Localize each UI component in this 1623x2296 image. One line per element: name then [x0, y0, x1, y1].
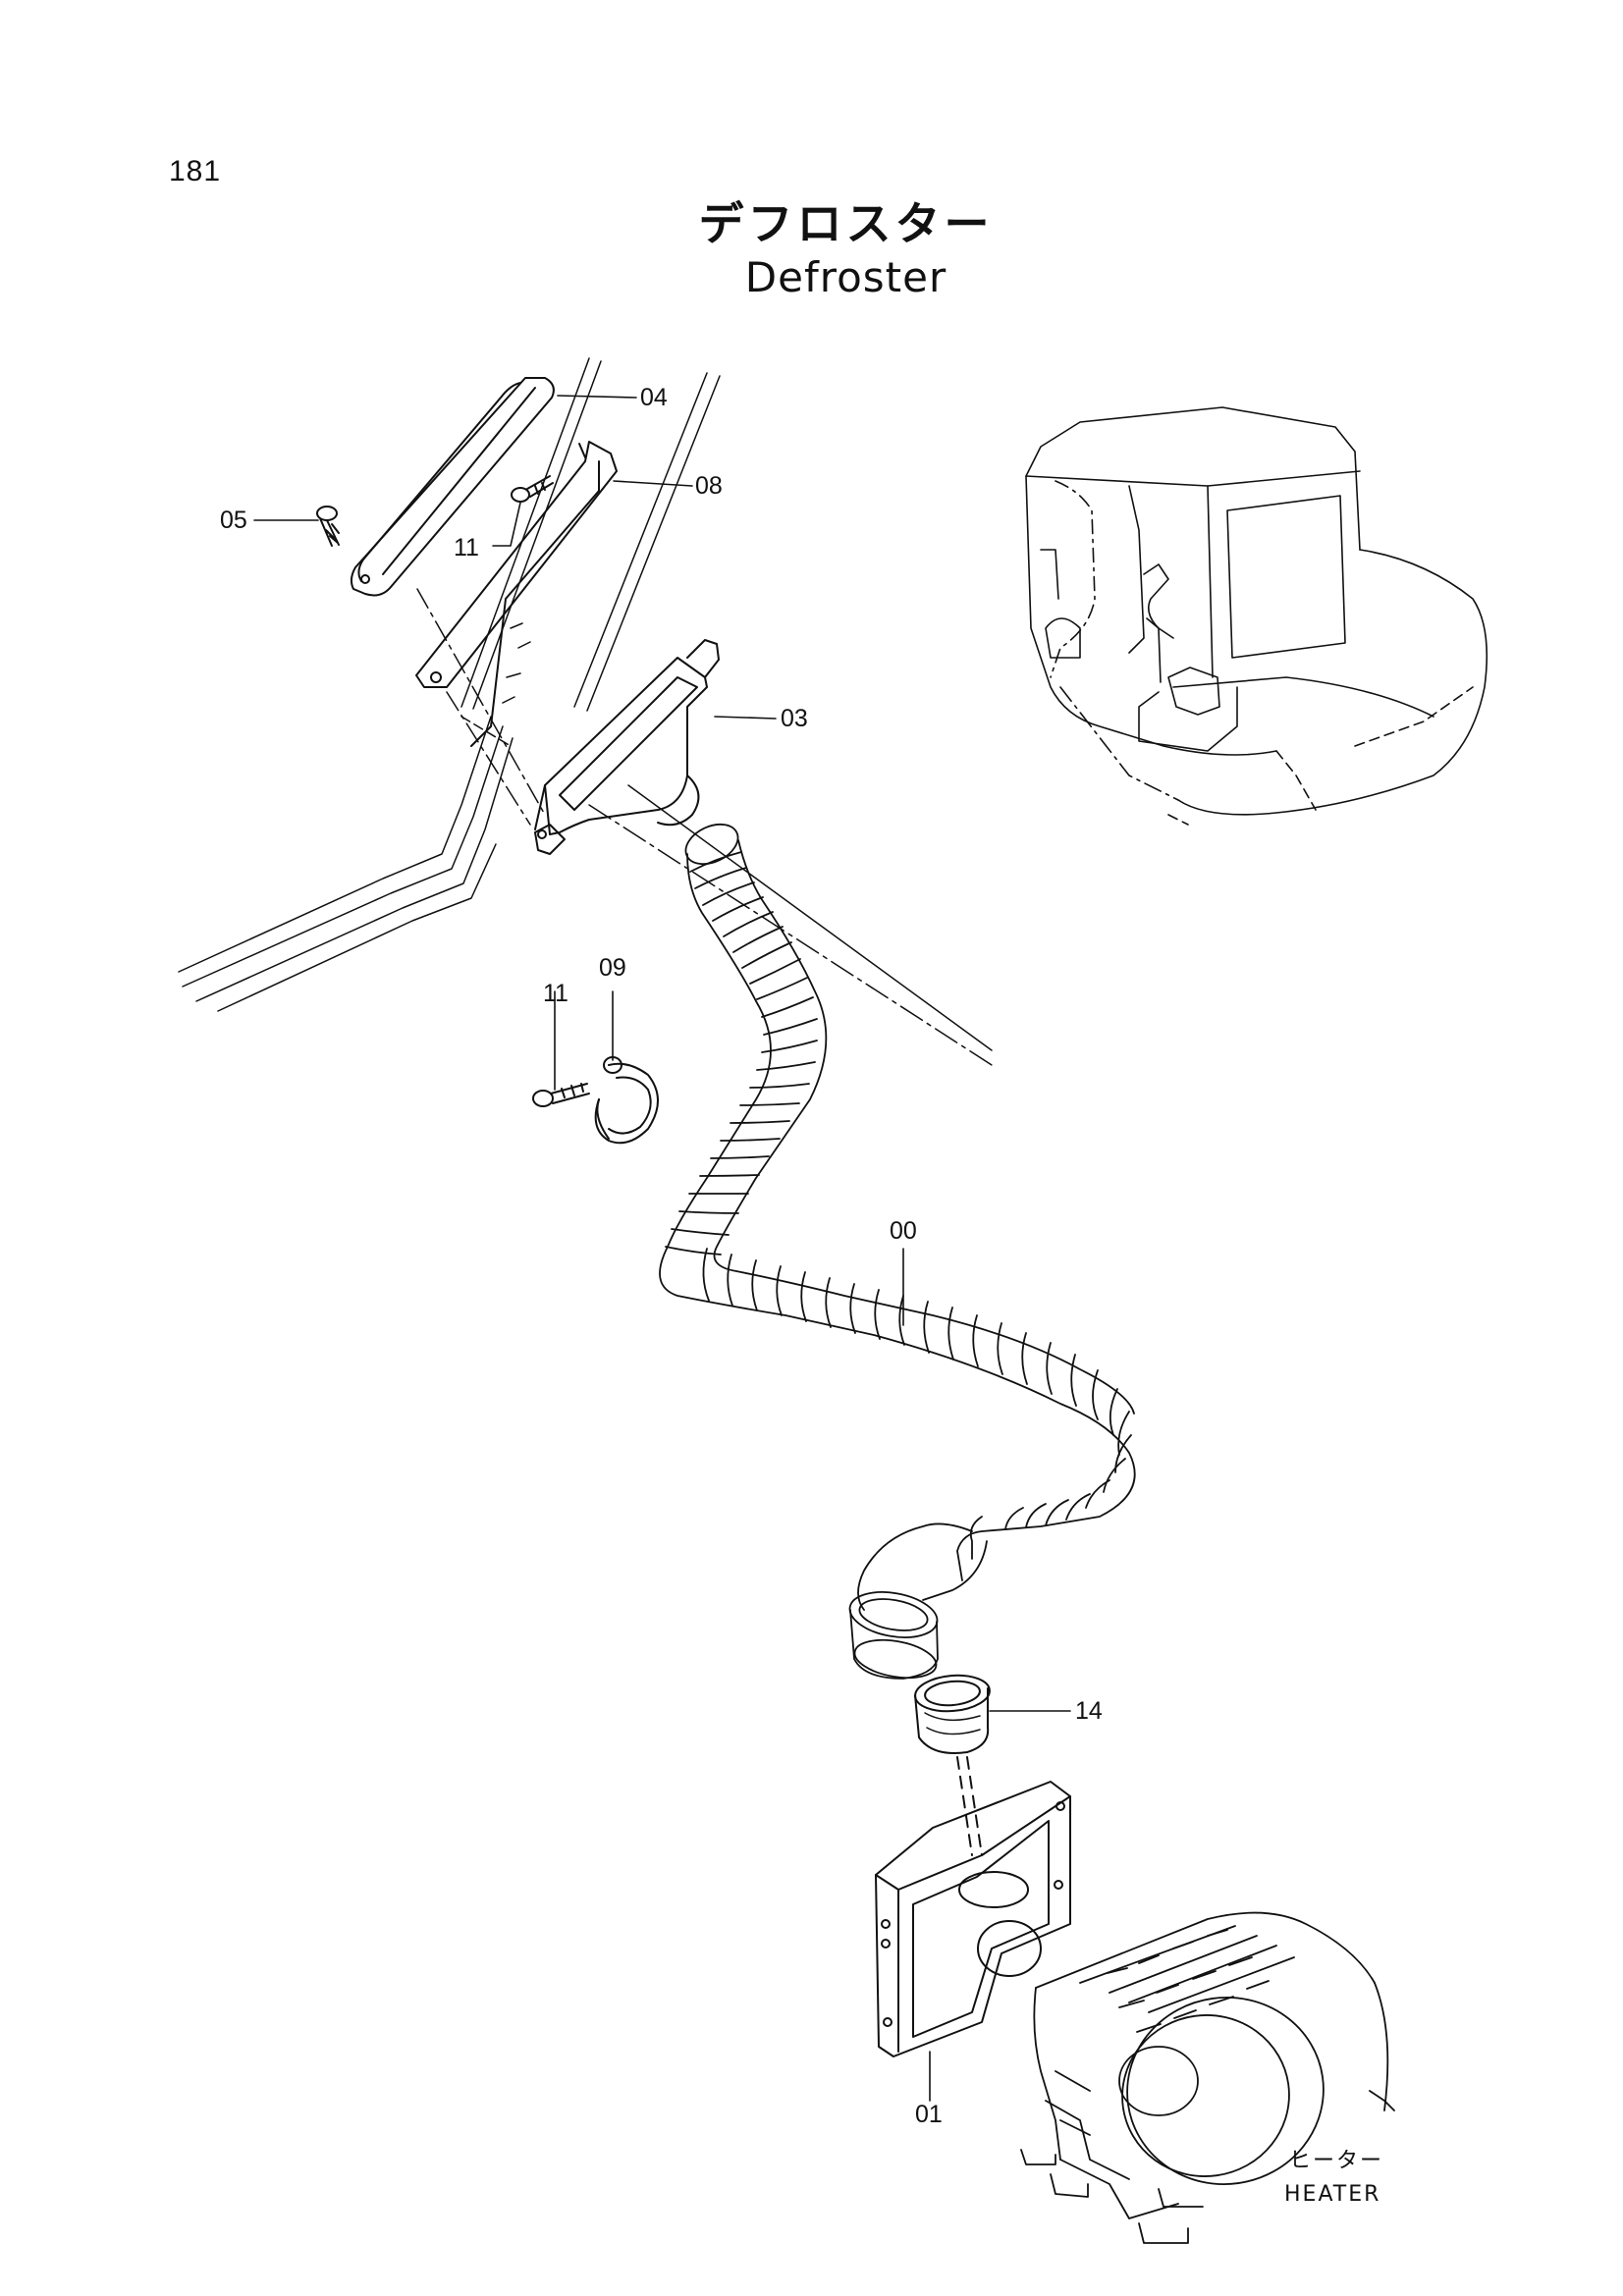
callout-labels: 04 08 05 11 03 09 11 00 14 01 ヒーター HEATE…	[220, 384, 1383, 2207]
callout-08: 08	[695, 472, 723, 500]
callout-05: 05	[220, 507, 247, 534]
title-english: Defroster	[744, 253, 947, 301]
screw-11-lower	[532, 1083, 590, 1107]
callout-14: 14	[1075, 1697, 1103, 1725]
excavator-overview-illustration	[1025, 406, 1488, 826]
callout-03: 03	[781, 705, 808, 732]
leader-03	[714, 716, 777, 720]
defroster-cover-04	[350, 377, 555, 597]
callout-11-lower: 11	[543, 980, 568, 1007]
adapter-ring-14	[914, 1674, 991, 1856]
hose-ribs-upper	[665, 851, 818, 1255]
heater-label-english: HEATER	[1284, 2182, 1380, 2207]
cab-frame-outline	[178, 357, 993, 1066]
callout-09: 09	[599, 954, 626, 982]
title-japanese: デフロスター	[698, 197, 994, 250]
callout-04: 04	[640, 384, 668, 411]
hose-clamp-09	[594, 1056, 659, 1145]
page-number: 181	[169, 155, 222, 187]
callout-leaders	[253, 395, 1071, 2102]
defroster-nozzle-03	[534, 639, 720, 855]
duct-adapter-box-01	[875, 1781, 1071, 2057]
heater-label-japanese: ヒーター	[1289, 2149, 1383, 2173]
hose-ribs-lower	[702, 1248, 1132, 1530]
leader-11-upper	[492, 502, 521, 547]
bracket-08	[415, 441, 618, 826]
screw-05	[316, 506, 340, 547]
leader-08	[613, 480, 693, 487]
leader-04	[557, 395, 637, 399]
callout-00: 00	[890, 1217, 917, 1245]
screw-11-upper	[511, 475, 554, 503]
heater-unit	[1020, 1911, 1395, 2244]
callout-01: 01	[915, 2101, 943, 2128]
corrugated-hose-00	[659, 823, 1136, 1680]
callout-11-upper: 11	[454, 534, 479, 561]
